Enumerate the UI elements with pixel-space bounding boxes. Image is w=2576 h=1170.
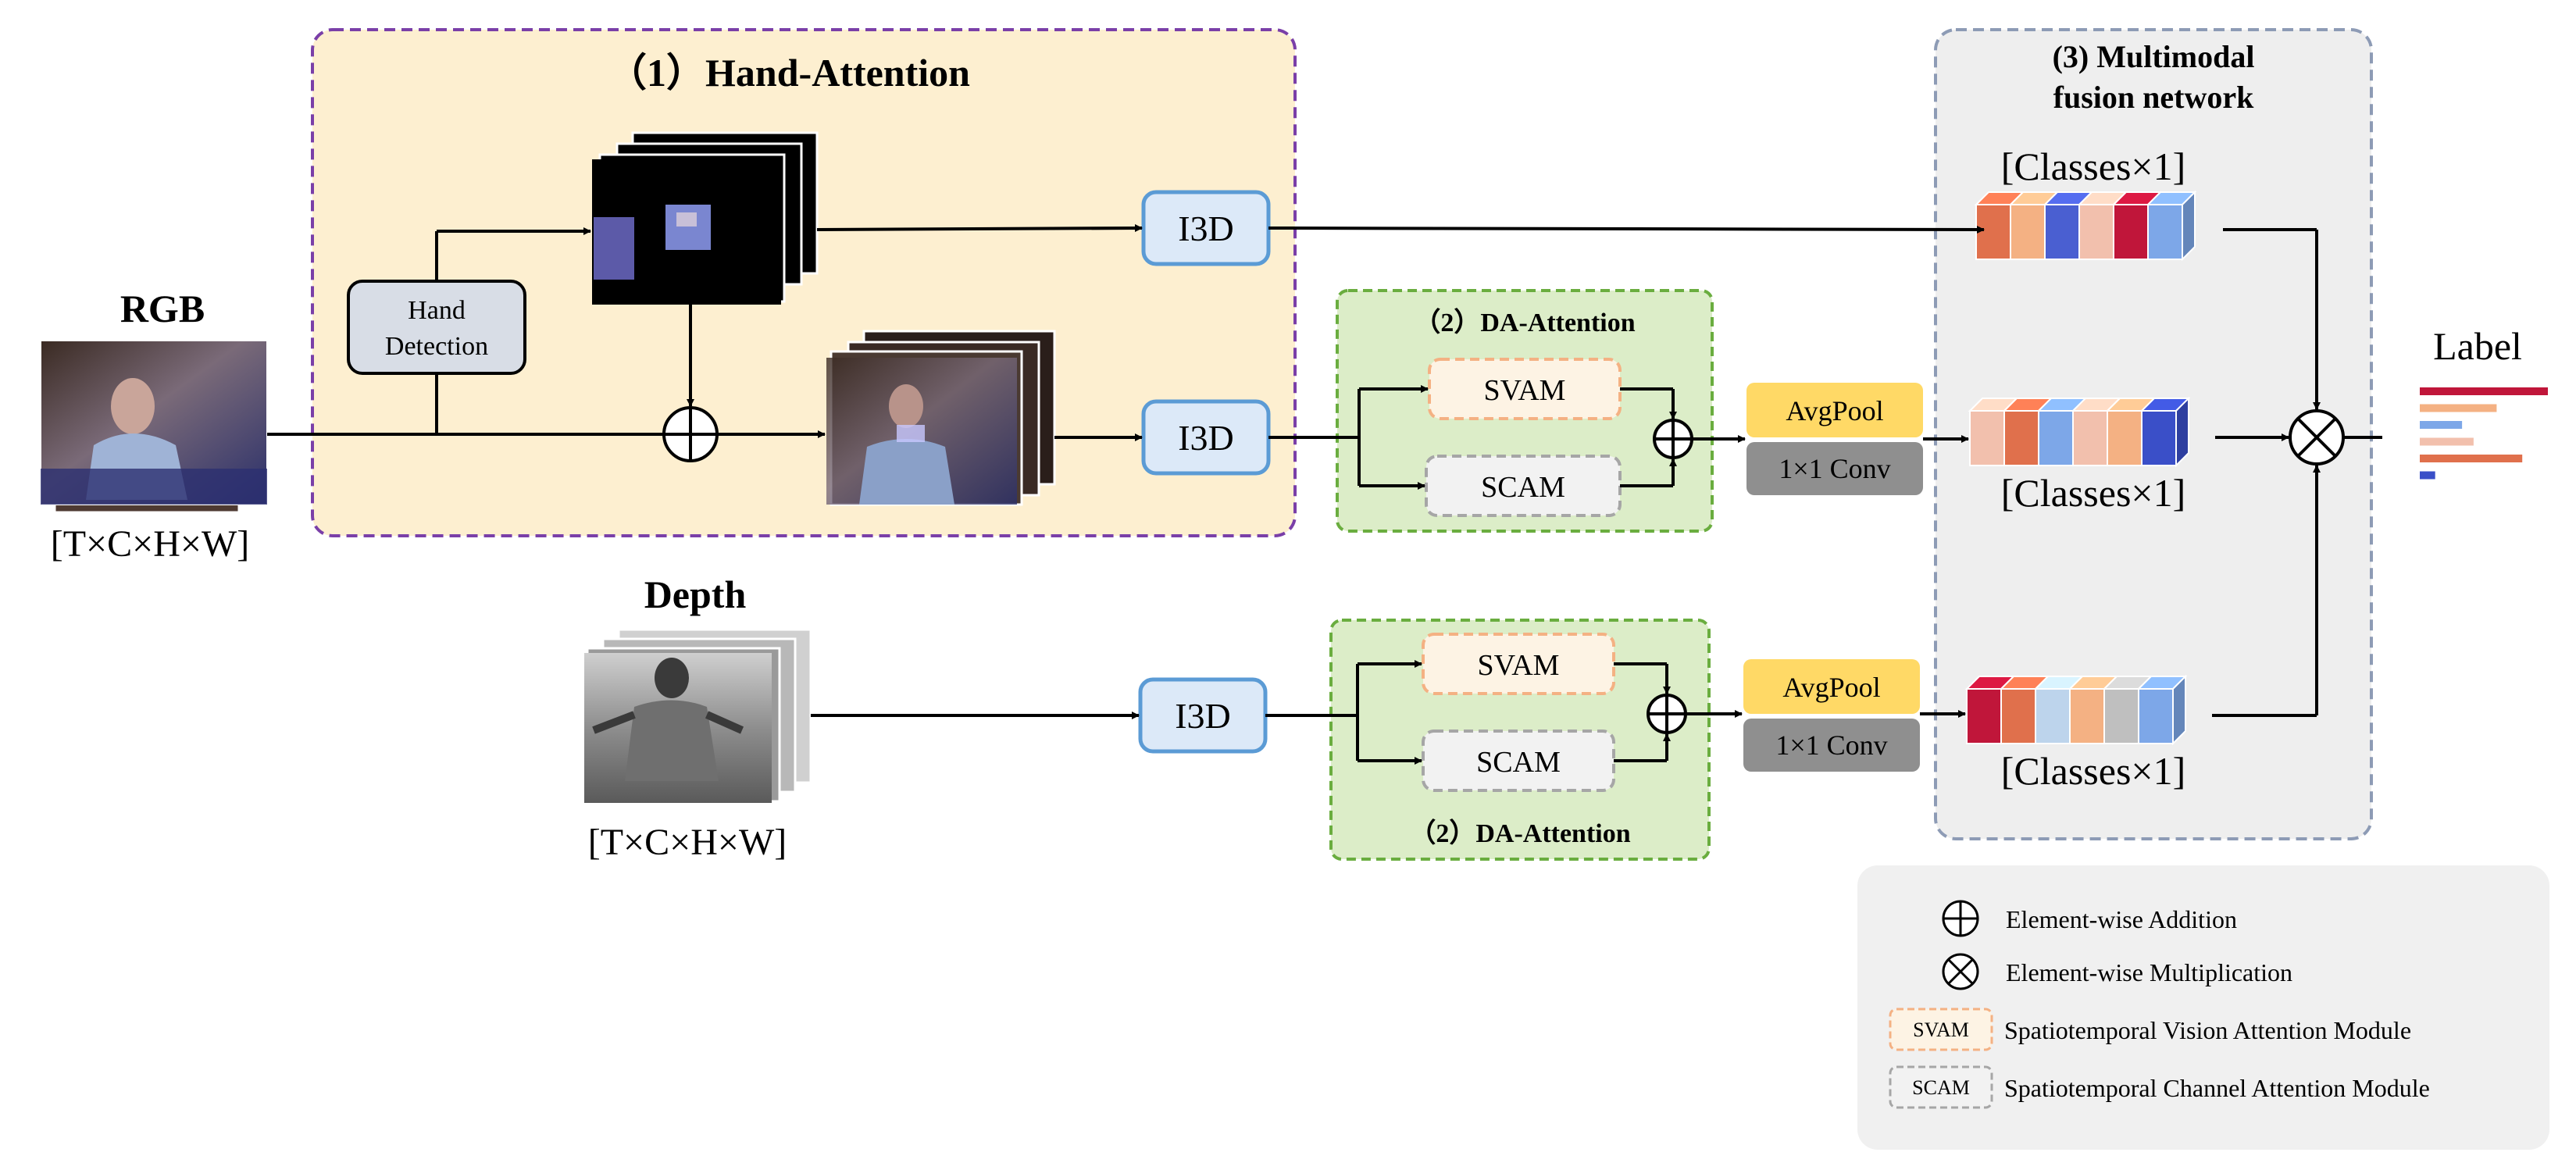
- scam-box-bottom: SCAM: [1422, 729, 1615, 792]
- vector-cell: [2107, 410, 2143, 466]
- vector-cell: [2035, 688, 2071, 744]
- label-bar: [2420, 421, 2463, 429]
- class-vector-top: [1974, 190, 2197, 262]
- classes-label-top: [Classes×1]: [2001, 144, 2186, 188]
- rgb-dims: [T×C×H×W]: [51, 523, 249, 565]
- class-vector-bottom: [1964, 674, 2188, 746]
- legend-addition-icon: [1942, 900, 1979, 937]
- vector-cell: [2141, 410, 2177, 466]
- fusion-title-line1: (3) Multimodal: [2053, 39, 2255, 74]
- label-bar: [2420, 437, 2474, 446]
- output-label: Label: [2433, 324, 2522, 368]
- vector-cell: [2000, 688, 2036, 744]
- vector-cell: [2038, 410, 2074, 466]
- addition-operator-da-top: [1653, 419, 1693, 459]
- vector-cell: [2010, 204, 2046, 260]
- svam-box-bottom: SVAM: [1422, 633, 1615, 695]
- vector-cell: [2147, 204, 2183, 260]
- addition-operator-da-bottom: [1647, 694, 1687, 734]
- vector-cell: [1969, 410, 2005, 466]
- i3d-label-hand: I3D: [1178, 209, 1234, 248]
- vector-cell: [2072, 410, 2108, 466]
- vector-cell: [2003, 410, 2039, 466]
- svam-box-top: SVAM: [1428, 358, 1622, 420]
- svam-label-bottom: SVAM: [1478, 649, 1560, 682]
- avgpool-label-top: AvgPool: [1786, 395, 1883, 426]
- multiplication-operator: [2289, 409, 2345, 466]
- conv-label-bottom: 1×1 Conv: [1775, 729, 1887, 761]
- rgb-input-stack: [40, 339, 270, 514]
- i3d-box-rgb: I3D: [1141, 399, 1271, 476]
- vector-cell: [2044, 204, 2080, 260]
- avgpool-block-top: AvgPool 1×1 Conv: [1746, 383, 1923, 495]
- legend-addition-text: Element-wise Addition: [2006, 905, 2237, 933]
- svam-label-top: SVAM: [1484, 374, 1566, 407]
- class-vector-mid: [1968, 396, 2191, 468]
- legend-svam-swatch-text: SVAM: [1913, 1018, 1969, 1041]
- rgb-label: RGB: [120, 287, 205, 330]
- vector-cell: [1975, 204, 2011, 260]
- conv-label-top: 1×1 Conv: [1779, 453, 1890, 484]
- vector-cell: [2069, 688, 2105, 744]
- da-attention-title-top: （2）DA-Attention: [1414, 307, 1635, 337]
- addition-operator-hand: [662, 406, 719, 462]
- label-bar: [2420, 387, 2548, 395]
- legend-panel: [1857, 865, 2549, 1150]
- classes-label-bottom: [Classes×1]: [2001, 749, 2186, 793]
- depth-label: Depth: [644, 573, 747, 616]
- scam-label-bottom: SCAM: [1476, 746, 1561, 779]
- legend-scam-swatch: SCAM: [1889, 1065, 1993, 1109]
- i3d-label-depth: I3D: [1175, 696, 1231, 736]
- label-bar: [2420, 455, 2523, 462]
- hand-detection-line1: Hand: [408, 296, 466, 325]
- vector-cell-side: [2175, 396, 2189, 468]
- legend-multiplication-text: Element-wise Multiplication: [2006, 958, 2292, 986]
- vector-cell-side: [2182, 190, 2196, 262]
- avgpool-block-bottom: AvgPool 1×1 Conv: [1743, 659, 1920, 772]
- hand-crop-stack: [592, 131, 819, 305]
- vector-cell: [1966, 688, 2002, 744]
- hand-detection-line2: Detection: [385, 332, 488, 361]
- avgpool-label-bottom: AvgPool: [1782, 672, 1880, 703]
- label-bars: [2420, 387, 2548, 480]
- i3d-box-hand: I3D: [1141, 190, 1271, 266]
- scam-label-top: SCAM: [1481, 471, 1565, 504]
- hand-attention-title: （1）Hand-Attention: [608, 51, 970, 95]
- legend-multiplication-icon: [1942, 953, 1979, 990]
- legend-scam-text: Spatiotemporal Channel Attention Module: [2004, 1074, 2430, 1102]
- scam-box-top: SCAM: [1425, 455, 1622, 517]
- vector-cell-side: [2172, 674, 2186, 746]
- vector-cell: [2078, 204, 2114, 260]
- da-attention-title-bottom: （2）DA-Attention: [1409, 818, 1630, 848]
- fused-rgb-stack: [826, 330, 1056, 506]
- legend-scam-swatch-text: SCAM: [1912, 1076, 1970, 1099]
- classes-label-mid: [Classes×1]: [2001, 471, 2186, 515]
- fusion-title-line2: fusion network: [2053, 80, 2254, 115]
- i3d-label-rgb: I3D: [1178, 418, 1234, 458]
- label-bar: [2420, 404, 2497, 412]
- vector-cell: [2138, 688, 2174, 744]
- legend-svam-swatch: SVAM: [1889, 1008, 1993, 1051]
- depth-dims: [T×C×H×W]: [588, 822, 787, 863]
- label-bar: [2420, 471, 2435, 480]
- i3d-box-depth: I3D: [1138, 677, 1268, 754]
- legend-svam-text: Spatiotemporal Vision Attention Module: [2004, 1016, 2411, 1044]
- vector-cell: [2103, 688, 2139, 744]
- depth-input-stack: [584, 628, 812, 803]
- vector-cell: [2113, 204, 2149, 260]
- connectors: [267, 224, 2382, 765]
